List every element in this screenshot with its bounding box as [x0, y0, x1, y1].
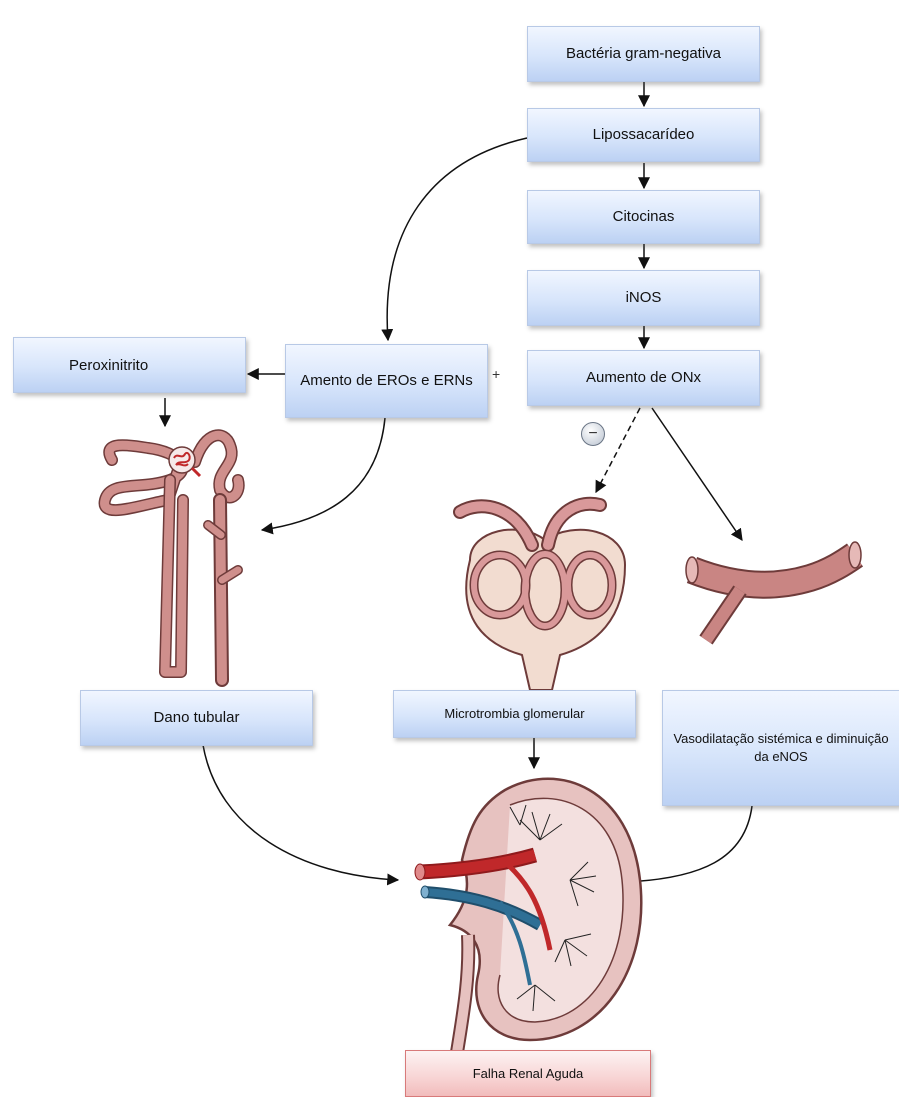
node-peroxinitrito: Peroxinitrito [13, 337, 246, 393]
node-inos: iNOS [527, 270, 760, 326]
node-lps: Lipossacarídeo [527, 108, 760, 162]
node-dano-tubular: Dano tubular [80, 690, 313, 746]
node-citocinas: Citocinas [527, 190, 760, 244]
minus-sign-icon: − [581, 422, 605, 446]
node-eros: Amento de EROs e ERNs [285, 344, 488, 418]
node-vasodilatacao-label: Vasodilatação sistémica e diminuição da … [669, 730, 893, 765]
node-inos-label: iNOS [626, 288, 662, 308]
node-dano-tubular-label: Dano tubular [154, 708, 240, 728]
node-eros-label: Amento de EROs e ERNs [300, 371, 473, 391]
node-vasodilatacao: Vasodilatação sistémica e diminuição da … [662, 690, 899, 806]
node-microtrombia: Microtrombia glomerular [393, 690, 636, 738]
node-onx-label: Aumento de ONx [586, 368, 701, 388]
node-microtrombia-label: Microtrombia glomerular [444, 705, 584, 723]
node-bacteria: Bactéria gram-negativa [527, 26, 760, 82]
plus-sign: + [492, 366, 500, 382]
node-bacteria-label: Bactéria gram-negativa [566, 44, 721, 64]
node-falha-renal-label: Falha Renal Aguda [473, 1065, 584, 1083]
node-falha-renal: Falha Renal Aguda [405, 1050, 651, 1097]
node-citocinas-label: Citocinas [613, 207, 675, 227]
node-onx: Aumento de ONx [527, 350, 760, 406]
node-peroxinitrito-label: Peroxinitrito [69, 356, 148, 376]
node-lps-label: Lipossacarídeo [593, 125, 695, 145]
minus-sign-label: − [588, 426, 597, 442]
